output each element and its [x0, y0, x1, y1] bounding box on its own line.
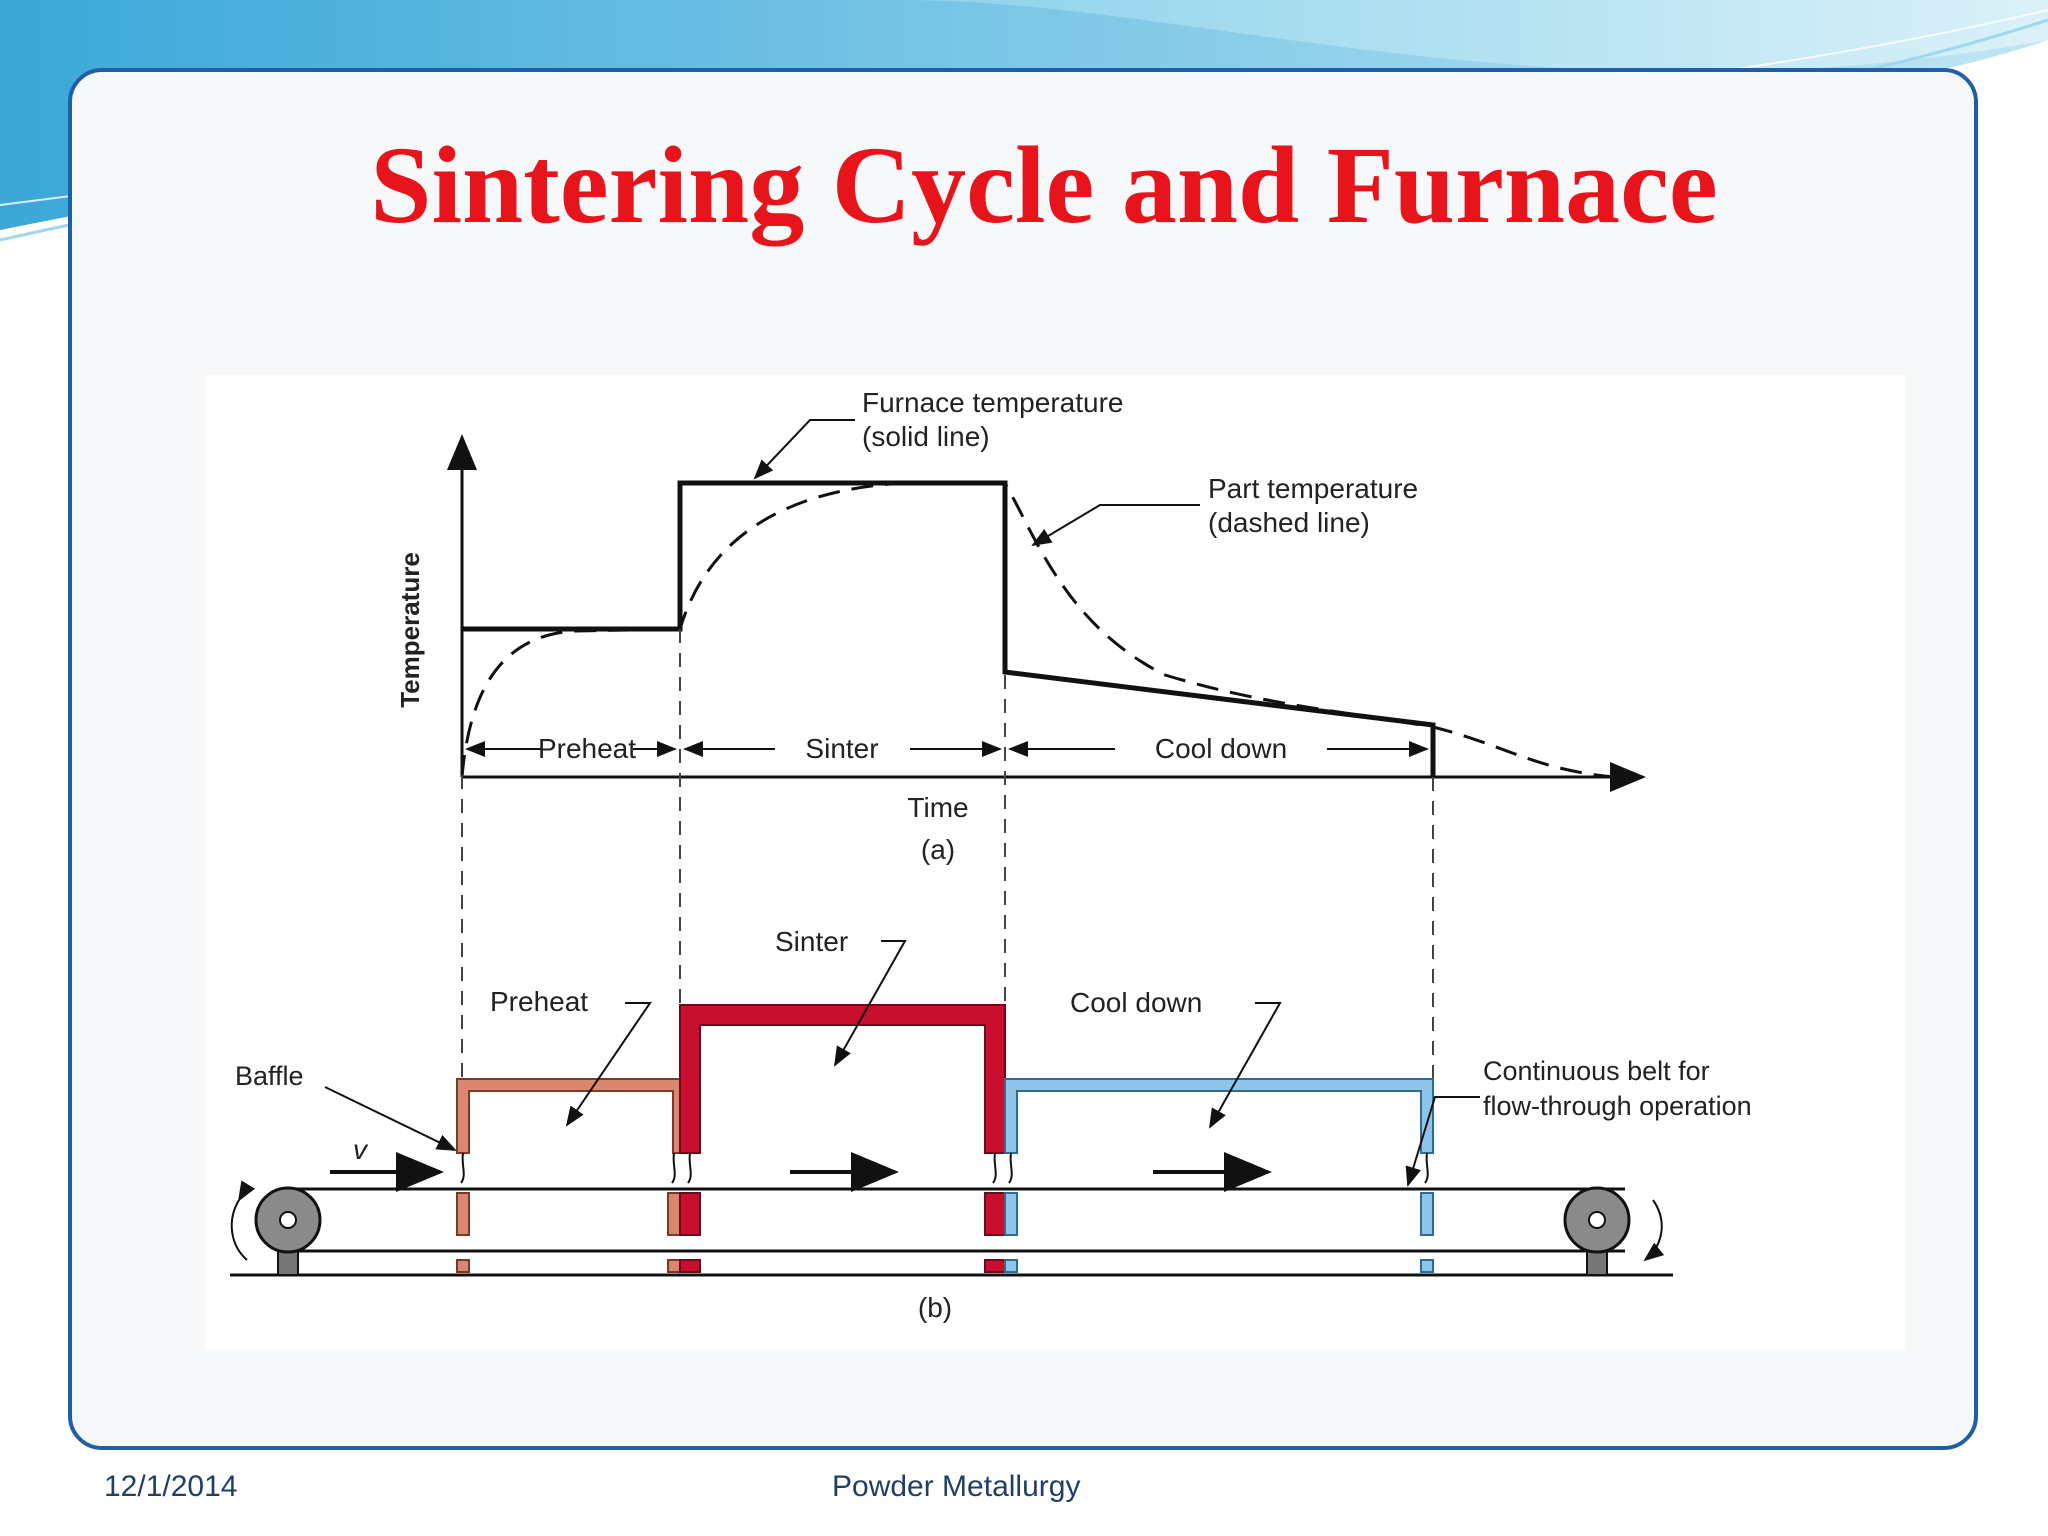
cool-arrow [1209, 1002, 1282, 1129]
chart-b-label: (b) [918, 1292, 952, 1323]
baffle-curls [460, 1152, 1429, 1184]
left-roller [230, 1180, 322, 1276]
part-note-line2: (dashed line) [1208, 507, 1370, 538]
right-roller [1563, 1186, 1665, 1276]
sintering-diagram: Temperature Preheat Sinter Cool down Tim… [230, 387, 1752, 1323]
cool-chamber [1004, 1078, 1434, 1154]
belt-note-arrow [1405, 1096, 1480, 1187]
chart-a-label: (a) [921, 834, 955, 865]
sinter-label: Sinter [775, 926, 848, 957]
furnace-note-line2: (solid line) [862, 421, 990, 452]
belt-note-line2: flow-through operation [1483, 1091, 1752, 1121]
phase-cool-label: Cool down [1155, 733, 1287, 764]
x-axis-label: Time [907, 792, 968, 823]
furnace-note-line1: Furnace temperature [862, 387, 1123, 418]
chart-a: Temperature Preheat Sinter Cool down Tim… [395, 387, 1646, 1120]
baffle-arrow [324, 1086, 457, 1151]
preheat-label: Preheat [490, 986, 588, 1017]
sintering-figure: Temperature Preheat Sinter Cool down Tim… [205, 375, 1905, 1350]
belt-note-line1: Continuous belt for [1483, 1056, 1710, 1086]
baffle-posts [456, 1192, 1434, 1273]
furnace-note-arrow [753, 419, 855, 480]
cool-label: Cool down [1070, 987, 1202, 1018]
preheat-chamber [456, 1078, 686, 1154]
sinter-chamber [679, 1004, 1006, 1154]
y-axis-label: Temperature [395, 552, 425, 708]
velocity-label: v [353, 1134, 369, 1165]
footer-topic: Powder Metallurgy [832, 1470, 1081, 1503]
preheat-arrow [565, 1002, 652, 1127]
footer-date: 12/1/2014 [104, 1470, 238, 1503]
phase-sinter-label: Sinter [805, 733, 878, 764]
slide-title: Sintering Cycle and Furnace [370, 124, 1718, 246]
chart-b: v Baffle Preheat Sinter Cool down Contin… [230, 926, 1752, 1323]
part-note-line1: Part temperature [1208, 473, 1418, 504]
sinter-arrow [834, 940, 907, 1067]
phase-preheat-label: Preheat [538, 733, 636, 764]
part-note-arrow [1031, 504, 1200, 547]
part-temperature-line [460, 481, 1616, 779]
baffle-label: Baffle [235, 1061, 304, 1091]
